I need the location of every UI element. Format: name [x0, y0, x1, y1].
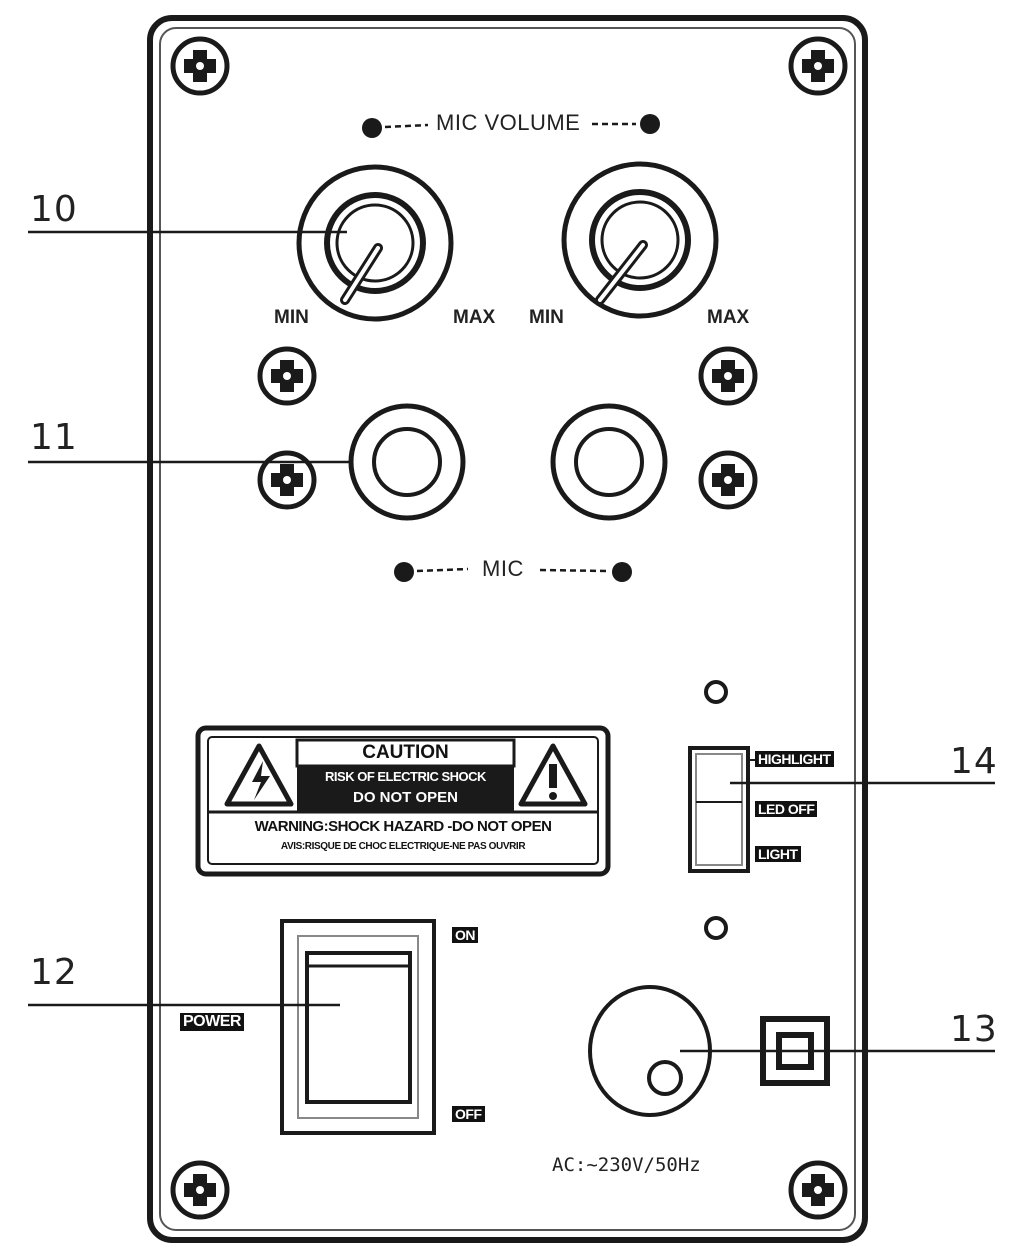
mic-title: MIC — [482, 556, 524, 581]
lightning-warning-icon — [224, 743, 294, 807]
caution-label — [195, 725, 611, 877]
jack-screw-1-bottom — [257, 450, 317, 510]
channel-1-dot-icon — [362, 118, 382, 138]
led-indicator-bottom — [704, 916, 728, 940]
light-switch-off-label: LED OFF — [755, 801, 818, 817]
mic-volume-title: MIC VOLUME — [436, 110, 581, 135]
corner-screw-top-left — [170, 36, 230, 96]
caution-line-2: DO NOT OPEN — [352, 789, 458, 806]
jack-screw-2-top — [698, 346, 758, 406]
caution-avis-text: AVIS:RISQUE DE CHOC ELECTRIQUE-NE PAS OU… — [280, 841, 526, 852]
mic-volume-knob-1[interactable] — [296, 164, 454, 322]
callout-11: 11 — [30, 417, 78, 458]
light-switch-high-label: HIGHLIGHT — [755, 751, 834, 767]
corner-screw-bottom-right — [788, 1160, 848, 1220]
mic-volume-knob-2[interactable] — [561, 161, 719, 319]
power-switch[interactable] — [280, 919, 436, 1135]
jack-screw-2-bottom — [698, 450, 758, 510]
callout-10: 10 — [30, 189, 78, 230]
knob-2-min-label: MIN — [529, 307, 564, 328]
power-label: POWER — [180, 1013, 244, 1031]
corner-screw-bottom-left — [170, 1160, 230, 1220]
panel-outline — [147, 15, 868, 1243]
channel-2-dot-icon — [640, 114, 660, 134]
knob-1-min-label: MIN — [274, 307, 309, 328]
callout-12: 12 — [30, 952, 78, 993]
mic-2-dot-icon — [612, 562, 632, 582]
knob-2-max-label: MAX — [707, 307, 750, 328]
jack-screw-1-top — [257, 346, 317, 406]
caution-warning-text: WARNING:SHOCK HAZARD -DO NOT OPEN — [254, 818, 552, 835]
callout-14: 14 — [950, 741, 998, 782]
panel-inner-outline — [159, 27, 856, 1231]
mic-1-dot-icon — [394, 562, 414, 582]
caution-line-1: RISK OF ELECTRIC SHOCK — [325, 769, 486, 784]
caution-title: CAUTION — [362, 742, 449, 763]
corner-screw-top-right — [788, 36, 848, 96]
ac-rating-label: AC:~230V/50Hz — [552, 1154, 701, 1176]
power-on-label: ON — [452, 927, 478, 943]
mic-input-jack-2[interactable] — [550, 403, 668, 521]
knob-1-max-label: MAX — [453, 307, 496, 328]
callout-13: 13 — [950, 1009, 998, 1050]
power-off-label: OFF — [452, 1106, 485, 1122]
exclamation-warning-icon — [518, 743, 588, 807]
led-indicator-top — [704, 680, 728, 704]
light-mode-switch[interactable] — [688, 746, 758, 873]
mic-input-jack-1[interactable] — [348, 403, 466, 521]
light-switch-low-label: LIGHT — [755, 846, 801, 862]
